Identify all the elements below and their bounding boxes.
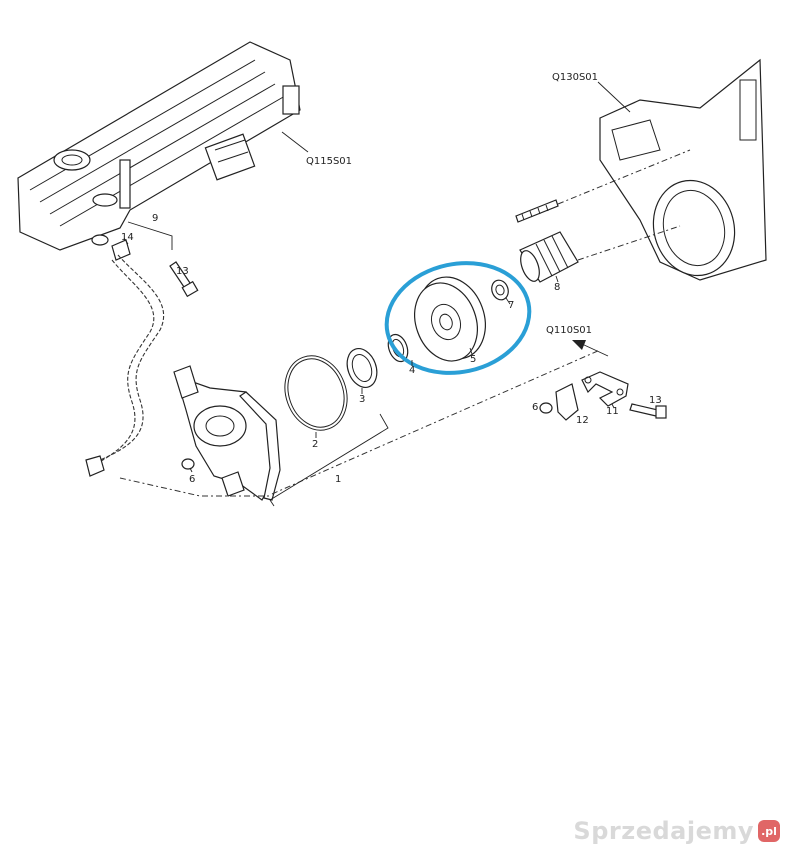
callout-13-left: 13	[176, 266, 189, 277]
direction-arrow	[572, 340, 609, 357]
water-pump-housing	[173, 365, 281, 501]
callout-8: 8	[554, 282, 560, 293]
callout-2: 2	[312, 439, 318, 450]
bracket-11	[581, 371, 629, 407]
callout-14: 14	[121, 232, 134, 243]
leader-lines	[123, 81, 631, 473]
callout-11: 11	[606, 406, 619, 417]
nut-6-right	[539, 402, 553, 414]
bellows-8	[519, 231, 579, 283]
nut-6-left	[181, 458, 195, 470]
highlight-circle	[384, 261, 532, 375]
watermark: Sprzedajemy .pl	[573, 817, 780, 845]
watermark-badge: .pl	[758, 820, 780, 842]
callout-1: 1	[335, 474, 341, 485]
group-bracket-1	[269, 413, 389, 507]
gasket-2	[284, 355, 348, 431]
clip-12	[555, 383, 579, 421]
bolt-13-left	[169, 261, 199, 298]
callout-9: 9	[152, 213, 158, 224]
hose-line	[85, 254, 165, 477]
callout-3: 3	[359, 394, 365, 405]
callout-6-left: 6	[189, 474, 195, 485]
callout-12: 12	[576, 415, 589, 426]
callout-4: 4	[409, 365, 415, 376]
impeller-5	[414, 276, 486, 362]
bolt-13-right	[629, 403, 667, 419]
valve-cover	[17, 41, 301, 251]
label-ref-valve-cover: Q115S01	[306, 156, 352, 167]
callout-13-right: 13	[649, 395, 662, 406]
callout-6-right: 6	[532, 402, 538, 413]
timing-cover	[599, 58, 767, 281]
threaded-stud	[515, 199, 559, 223]
watermark-text: Sprzedajemy	[573, 817, 754, 845]
label-ref-bracket: Q110S01	[546, 325, 592, 336]
bushing-7	[491, 279, 509, 301]
seal-3	[346, 348, 378, 388]
callout-7: 7	[508, 300, 514, 311]
callout-5: 5	[470, 354, 476, 365]
label-ref-timing-cover: Q130S01	[552, 72, 598, 83]
assembly-axis-lines	[119, 149, 691, 497]
fitting-part-9	[91, 221, 173, 261]
